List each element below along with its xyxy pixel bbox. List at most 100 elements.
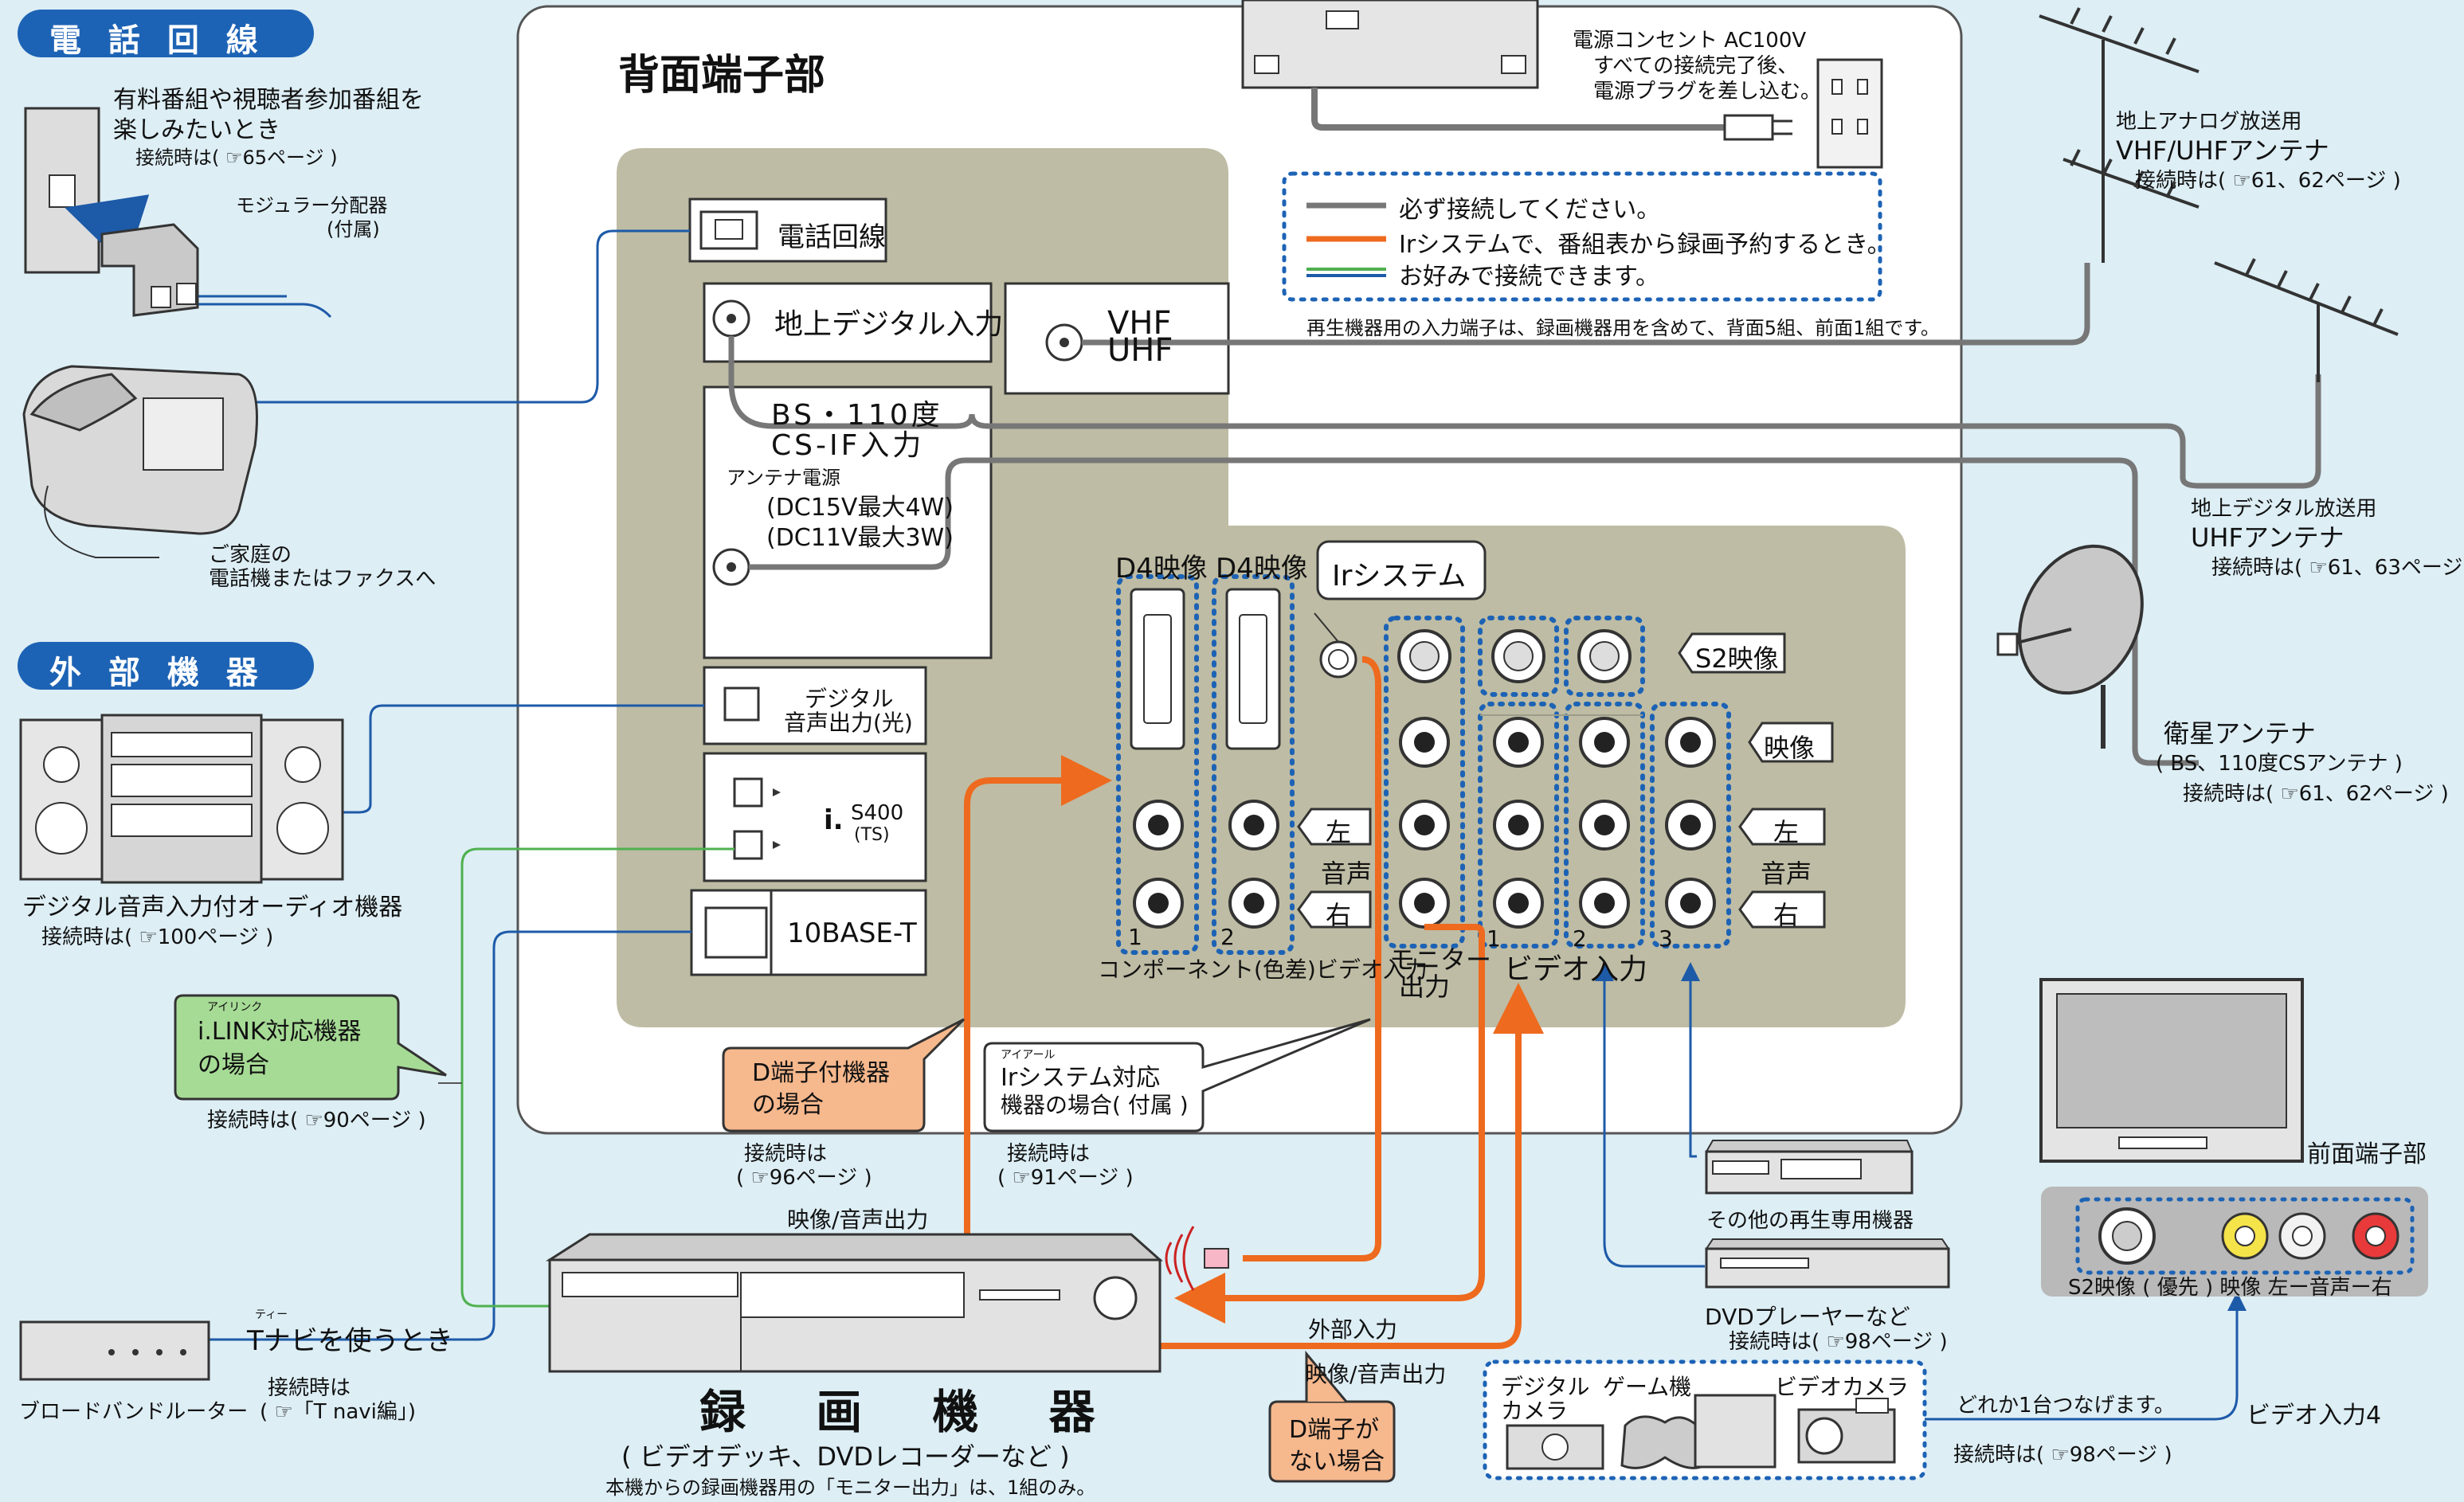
ir-callout-2: 機器の場合( 付属 ) bbox=[1001, 1092, 1189, 1118]
ir-signal-icon bbox=[1165, 1226, 1195, 1291]
digital-antenna-icon bbox=[2214, 258, 2399, 382]
ilink-port-1 bbox=[733, 777, 763, 808]
ext-in-label: 外部入力 bbox=[1308, 1316, 1398, 1343]
sat-antenna-ref: 接続時は( ☞61、62ページ ) bbox=[2183, 782, 2449, 806]
vhf-uhf-box bbox=[1004, 282, 1230, 395]
gray-cables bbox=[728, 263, 2321, 766]
video-in-2-group bbox=[1564, 702, 1645, 949]
video-in-num-3: 3 bbox=[1659, 925, 1673, 952]
legend-green-text: お好みで接続できます。 bbox=[1399, 263, 1659, 291]
recorder-title: 録 画 機 器 bbox=[699, 1385, 1122, 1439]
dc11-label: (DC11V最大3W) bbox=[766, 524, 954, 552]
home-phone-1: ご家庭の bbox=[209, 543, 292, 567]
ethernet-label: 10BASE-T bbox=[787, 917, 917, 949]
splitter-label-1: モジュラー分配器 bbox=[236, 194, 388, 217]
router-label: ブロードバンドルーター bbox=[19, 1400, 249, 1424]
ts-label: (TS) bbox=[854, 825, 890, 845]
legend-orange-text: Irシステムで、番組表から録画予約するとき。 bbox=[1399, 231, 1891, 259]
antenna-power-label: アンテナ電源 bbox=[727, 467, 841, 489]
outlet-icon bbox=[1816, 58, 1883, 169]
s2-group-1 bbox=[1478, 616, 1559, 697]
video-camera-label: ビデオカメラ bbox=[1775, 1374, 1910, 1400]
tnavi-label: Tナビを使うとき bbox=[247, 1325, 453, 1357]
ilink-label-2: の場合 bbox=[198, 1051, 269, 1079]
sat-antenna-2: ( BS、110度CSアンテナ ) bbox=[2156, 752, 2403, 776]
no-d-label-1: D端子が bbox=[1289, 1416, 1380, 1444]
av-out-top: 映像/音声出力 bbox=[787, 1207, 929, 1233]
ilink-port-2 bbox=[733, 830, 763, 860]
phone-line-section-title: 電 話 回 線 bbox=[49, 22, 266, 59]
ir-emitter bbox=[1204, 1248, 1229, 1269]
video-label: 映像 bbox=[1764, 733, 1816, 763]
audio-device-label: デジタル音声入力付オーディオ機器 bbox=[22, 894, 403, 921]
video-in-num-1: 1 bbox=[1487, 925, 1501, 952]
splitter-icon bbox=[100, 223, 199, 317]
optical-label-1: デジタル bbox=[805, 686, 894, 712]
analog-antenna-ref: 接続時は( ☞61、62ページ ) bbox=[2135, 169, 2401, 193]
ir-ruby: アイアール bbox=[1001, 1049, 1056, 1062]
d4-connector-2 bbox=[1225, 588, 1281, 750]
ir-callout-1: Irシステム対応 bbox=[1001, 1064, 1161, 1092]
paid-text-1: 有料番組や視聴者参加番組を bbox=[113, 86, 424, 114]
phone-line-header bbox=[18, 10, 314, 57]
no-d-label-2: ない場合 bbox=[1289, 1448, 1385, 1476]
sat-antenna-1: 衛星アンテナ bbox=[2164, 718, 2316, 749]
vhf-label: VHF bbox=[1107, 305, 1172, 342]
digital-antenna-ref: 接続時は( ☞61、63ページ ) bbox=[2211, 556, 2464, 580]
audio-label-component: 音声 bbox=[1321, 859, 1373, 889]
splitter-label-2: (付属) bbox=[327, 218, 380, 241]
ilink-callout bbox=[174, 994, 447, 1101]
tnavi-ref-2: ( ☞「T navi編」) bbox=[260, 1400, 417, 1424]
bs-label-1: BS・110度 bbox=[771, 399, 943, 432]
component-num-2: 2 bbox=[1220, 924, 1235, 950]
external-header bbox=[18, 642, 314, 690]
d4-group-2 bbox=[1212, 574, 1295, 955]
video-in-num-2: 2 bbox=[1573, 925, 1587, 952]
analog-antenna-2: VHF/UHFアンテナ bbox=[2116, 135, 2329, 166]
ethernet-port bbox=[704, 906, 768, 959]
paid-ref: 接続時は( ☞65ページ ) bbox=[135, 147, 338, 169]
digital-in-label: 地上デジタル入力 bbox=[774, 308, 1004, 341]
optical-label-2: 音声出力(光) bbox=[784, 710, 913, 736]
ilink-icon: i. bbox=[824, 804, 844, 836]
bs-cs-box bbox=[703, 385, 993, 659]
s400-label: S400 bbox=[851, 801, 904, 825]
analog-antenna-icon bbox=[2039, 7, 2200, 263]
d4-label-2: D4映像 bbox=[1216, 553, 1308, 585]
d-terminal-label-2: の場合 bbox=[752, 1091, 824, 1119]
paid-text-2: 楽しみたいとき bbox=[113, 116, 280, 144]
d4-label-1: D4映像 bbox=[1115, 553, 1208, 585]
other-playback-label: その他の再生専用機器 bbox=[1706, 1209, 1914, 1233]
rca-jack-centers bbox=[1148, 732, 1701, 913]
s2-connectors bbox=[1397, 629, 1632, 683]
video-in-label: ビデオ入力 bbox=[1504, 953, 1648, 986]
d-terminal-callout bbox=[722, 1018, 966, 1132]
audio-device-ref: 接続時は( ☞100ページ ) bbox=[41, 925, 274, 949]
game-console-icon bbox=[1620, 1394, 1777, 1469]
power-plug-icon bbox=[1723, 114, 1792, 141]
ilink-ref: 接続時は( ☞90ページ ) bbox=[207, 1109, 426, 1132]
one-of-ref: 接続時は( ☞98ページ ) bbox=[1953, 1443, 2172, 1467]
right-label-component: 右 bbox=[1326, 900, 1352, 930]
legend-box bbox=[1282, 171, 1882, 302]
playback-deck-icon bbox=[1705, 1140, 1914, 1195]
ir-label-box bbox=[1316, 540, 1487, 600]
digital-camera-label-1: デジタル bbox=[1501, 1374, 1590, 1400]
router-icon bbox=[19, 1320, 210, 1381]
dvd-player-icon bbox=[1705, 1238, 1950, 1289]
ir-connector bbox=[1319, 640, 1357, 679]
dvd-label: DVDプレーヤーなど bbox=[1705, 1304, 1910, 1330]
bs-label-2: CS-IF入力 bbox=[771, 429, 925, 462]
phone-jack-label: 電話回線 bbox=[778, 221, 886, 253]
audio-label-video: 音声 bbox=[1761, 859, 1812, 889]
tnavi-ruby: ティー bbox=[255, 1308, 288, 1321]
ir-system-label: Irシステム bbox=[1332, 560, 1467, 593]
power-line-3: 電源プラグを差し込む。 bbox=[1593, 80, 1822, 104]
left-label-video: 左 bbox=[1773, 817, 1800, 847]
digital-in-box bbox=[703, 282, 993, 363]
telephone-icon bbox=[22, 365, 258, 558]
one-of-label: どれか1台つなげます。 bbox=[1957, 1394, 2175, 1418]
analog-antenna-1: 地上アナログ放送用 bbox=[2116, 110, 2302, 134]
tv-rear-icon bbox=[1241, 0, 1539, 89]
